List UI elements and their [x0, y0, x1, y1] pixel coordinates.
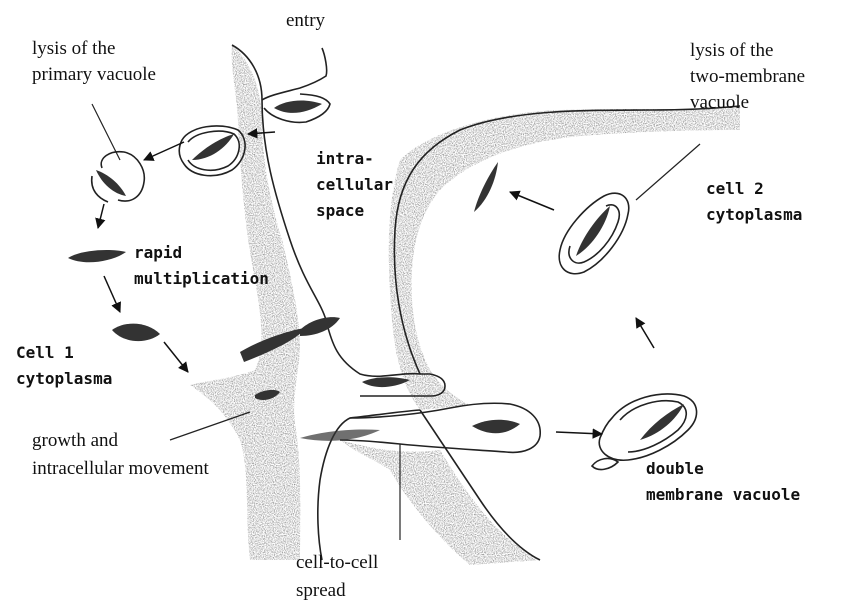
label-double-line2: membrane vacuole [646, 485, 800, 504]
label-cell2-line2: cytoplasma [706, 205, 802, 224]
label-lysis-two-line3: vacuole [690, 92, 749, 113]
label-lysis-two-line2: two-membrane [690, 66, 805, 87]
label-rapid-line2: multiplication [134, 269, 269, 288]
cell1-bacterium [112, 324, 160, 341]
label-lysis-primary-line1: lysis of the [32, 38, 115, 59]
cell1-cytoplasm-band [190, 45, 300, 560]
label-spread-line1: cell-to-cell [296, 552, 378, 573]
label-growth-line2: intracellular movement [32, 458, 209, 479]
label-double-line1: double [646, 459, 704, 478]
primary-vacuole [179, 126, 245, 176]
label-intracellular-line1: intra- [316, 149, 374, 168]
two-membrane-vacuole [559, 193, 629, 274]
label-rapid-line1: rapid [134, 243, 182, 262]
label-cell2-line1: cell 2 [706, 179, 764, 198]
label-growth-line1: growth and [32, 430, 119, 451]
label-cell1-line1: Cell 1 [16, 343, 74, 362]
cell2-free-bacterium [474, 162, 498, 212]
label-lysis-primary-line2: primary vacuole [32, 64, 156, 85]
multiplying-bacterium [68, 250, 126, 262]
entry-protrusion [262, 48, 330, 122]
label-entry: entry [286, 10, 326, 31]
lysed-primary-vacuole [92, 152, 145, 202]
label-intracellular-line2: cellular [316, 175, 393, 194]
label-cell1-line2: cytoplasma [16, 369, 112, 388]
label-spread-line2: spread [296, 580, 346, 601]
label-intracellular-line3: space [316, 201, 364, 220]
label-lysis-two-line1: lysis of the [690, 40, 773, 61]
